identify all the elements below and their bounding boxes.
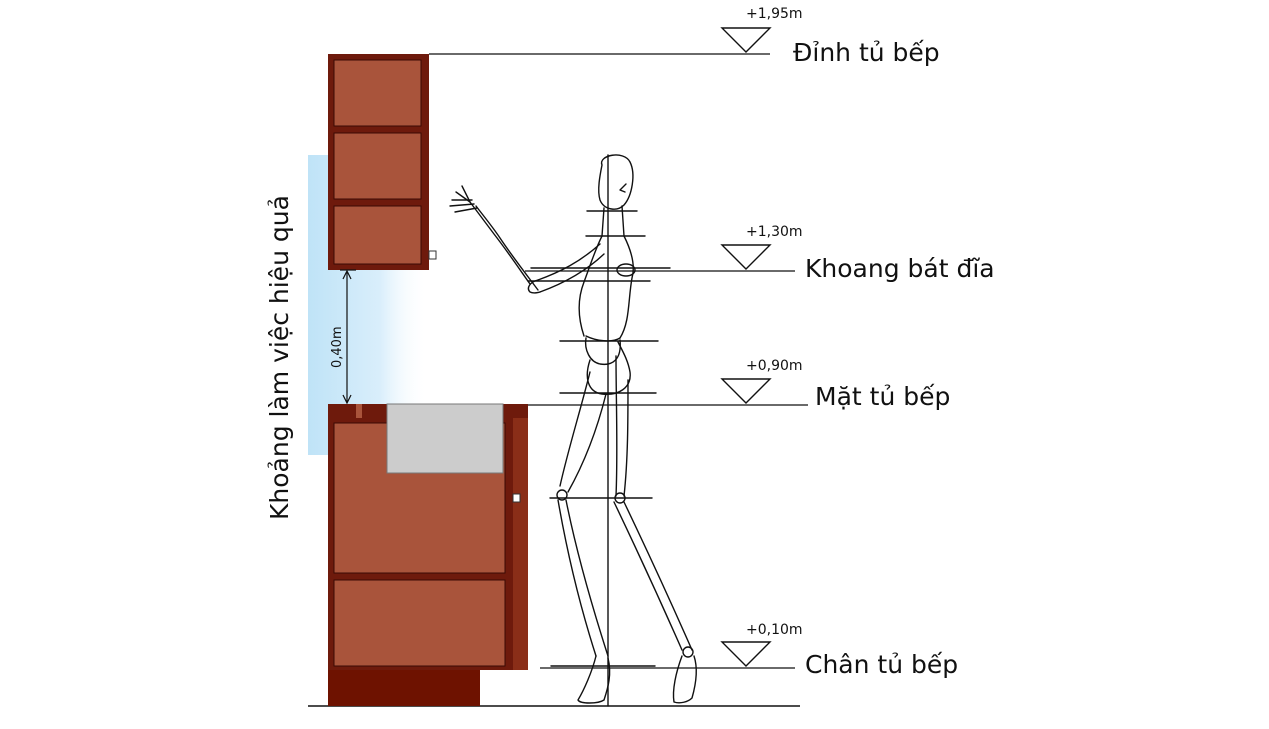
level-name-counter: Mặt tủ bếp (815, 382, 951, 411)
lower-drawer (333, 579, 506, 667)
level-marker-base (720, 641, 772, 667)
upper-shelf-3 (333, 205, 422, 265)
level-name-top: Đỉnh tủ bếp (793, 38, 940, 67)
plinth (328, 670, 480, 706)
upper-shelf-1 (333, 59, 422, 127)
level-marker-top (720, 27, 772, 53)
level-marker-dish (720, 244, 772, 270)
upper-cabinet (328, 54, 437, 270)
upper-handle (428, 250, 437, 260)
level-marker-counter (720, 378, 772, 404)
level-name-base: Chân tủ bếp (805, 650, 959, 679)
human-figure (449, 154, 697, 707)
upper-shelf-2 (333, 132, 422, 200)
lower-cabinet (328, 403, 528, 706)
level-value-top: +1,95m (746, 6, 803, 22)
level-value-counter: +0,90m (746, 358, 803, 374)
level-value-dish: +1,30m (746, 224, 803, 240)
sink-basin (386, 403, 504, 474)
level-name-dish: Khoang bát đĩa (805, 254, 995, 283)
work-zone-label: Khoảng làm việc hiệu quả (265, 195, 294, 520)
level-value-base: +0,10m (746, 622, 803, 638)
gap-value-label: 0,40m (330, 326, 345, 368)
gap-dimension (340, 269, 356, 405)
lower-handle (512, 493, 521, 503)
